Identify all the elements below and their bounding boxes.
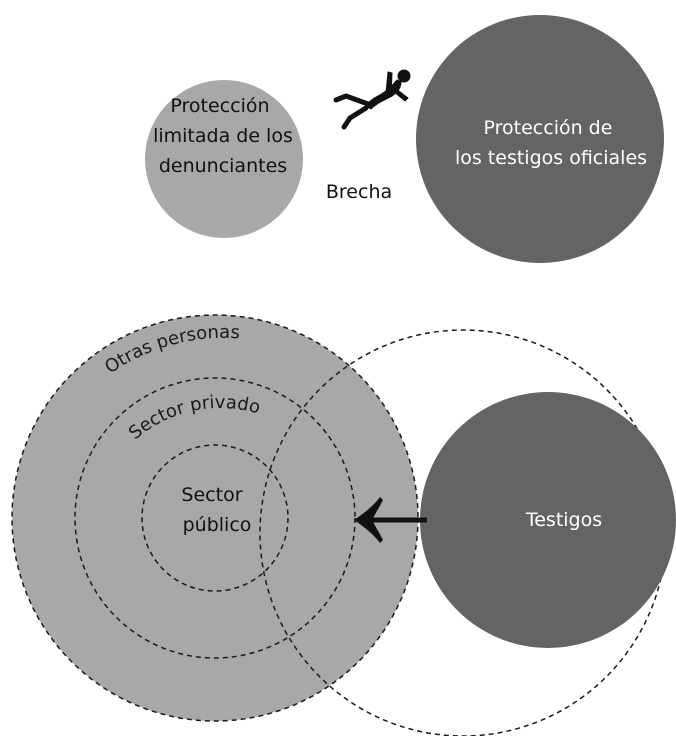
public-sector-label: Sector público — [181, 484, 251, 536]
witnesses-circle — [420, 392, 676, 648]
private-sector-ring — [74, 377, 356, 659]
witnesses-label: Testigos — [525, 509, 602, 531]
limited-whistleblower-protection-circle — [145, 80, 303, 238]
official-witness-protection-label: Protección de los testigos oficiales — [455, 117, 647, 169]
official-witness-protection-circle — [416, 15, 664, 263]
gap-label: Brecha — [326, 181, 392, 203]
public-sector-ring — [141, 444, 289, 592]
arrow-left-icon — [354, 497, 427, 543]
falling-person-icon — [333, 69, 411, 130]
limited-protection-label: Protección limitada de los denunciantes — [153, 95, 299, 177]
